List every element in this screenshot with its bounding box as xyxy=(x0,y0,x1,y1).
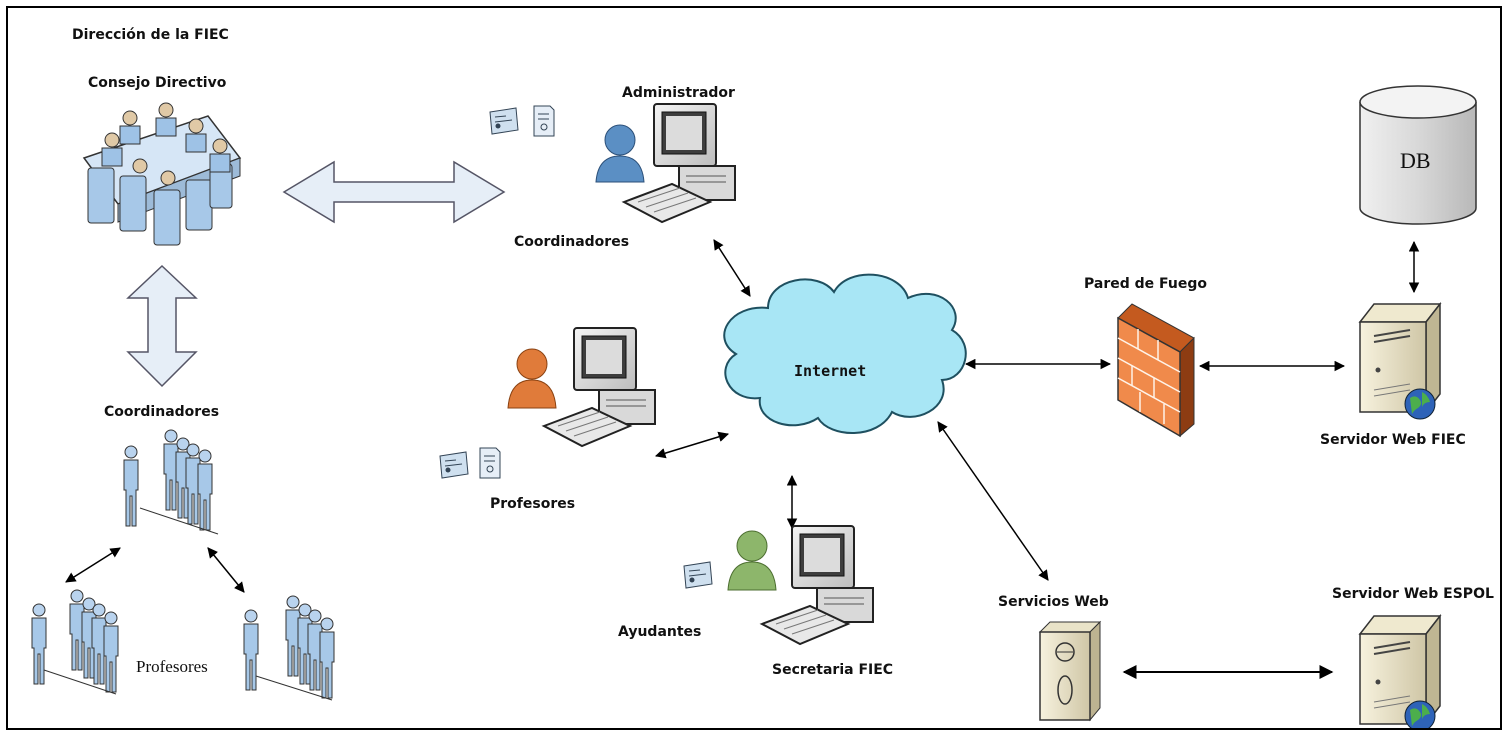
label-administrador: Administrador xyxy=(622,85,735,101)
firewall-icon xyxy=(1117,303,1195,438)
label-consejo: Consejo Directivo xyxy=(88,75,227,91)
title-direccion: Dirección de la FIEC xyxy=(72,27,229,43)
label-coordinadores-mid: Coordinadores xyxy=(514,234,629,250)
coordinators-group-icon xyxy=(123,429,219,535)
link-profesores-internet xyxy=(654,431,730,459)
label-profesores-mid: Profesores xyxy=(490,496,575,512)
server-icon xyxy=(1359,303,1441,420)
label-pared-de-fuego: Pared de Fuego xyxy=(1084,276,1207,292)
ayudante-user-icon xyxy=(727,530,777,591)
double-arrow-horizontal xyxy=(282,160,506,224)
label-servicios-web: Servicios Web xyxy=(998,594,1109,610)
network-diagram: Dirección de la FIEC Consejo Directivo C… xyxy=(31,27,1494,728)
computer-icon xyxy=(623,103,736,223)
internet-cloud-icon xyxy=(723,273,967,434)
administrator-user-icon xyxy=(595,124,645,183)
computer-icon xyxy=(761,525,874,645)
database-icon xyxy=(1359,85,1477,225)
label-secretaria: Secretaria FIEC xyxy=(772,662,893,678)
document-icon xyxy=(683,561,713,589)
document-icon xyxy=(489,107,519,135)
board-meeting-icon xyxy=(82,102,242,246)
computer-icon xyxy=(543,327,656,447)
professors-group-icon-left xyxy=(31,589,119,695)
document-icon xyxy=(439,451,469,479)
label-db: DB xyxy=(1400,148,1431,173)
arrow-coord-prof-left xyxy=(65,547,121,583)
label-internet: Internet xyxy=(794,362,866,380)
label-servidor-espol: Servidor Web ESPOL xyxy=(1332,586,1494,602)
document-icon xyxy=(479,447,501,479)
label-servidor-fiec: Servidor Web FIEC xyxy=(1320,432,1466,448)
diagram-frame: Dirección de la FIEC Consejo Directivo C… xyxy=(6,6,1502,730)
server-icon xyxy=(1359,615,1441,728)
label-profesores-left: Profesores xyxy=(136,657,208,676)
web-services-icon xyxy=(1038,620,1102,722)
label-coordinadores-left: Coordinadores xyxy=(104,404,219,420)
label-ayudantes: Ayudantes xyxy=(618,624,701,640)
double-arrow-vertical xyxy=(126,264,198,388)
document-icon xyxy=(533,105,555,137)
profesor-user-icon xyxy=(507,348,557,409)
link-internet-servicios xyxy=(937,421,1049,581)
professors-group-icon-right xyxy=(243,595,335,701)
link-admin-internet xyxy=(713,239,751,297)
arrow-coord-prof-right xyxy=(207,547,245,593)
